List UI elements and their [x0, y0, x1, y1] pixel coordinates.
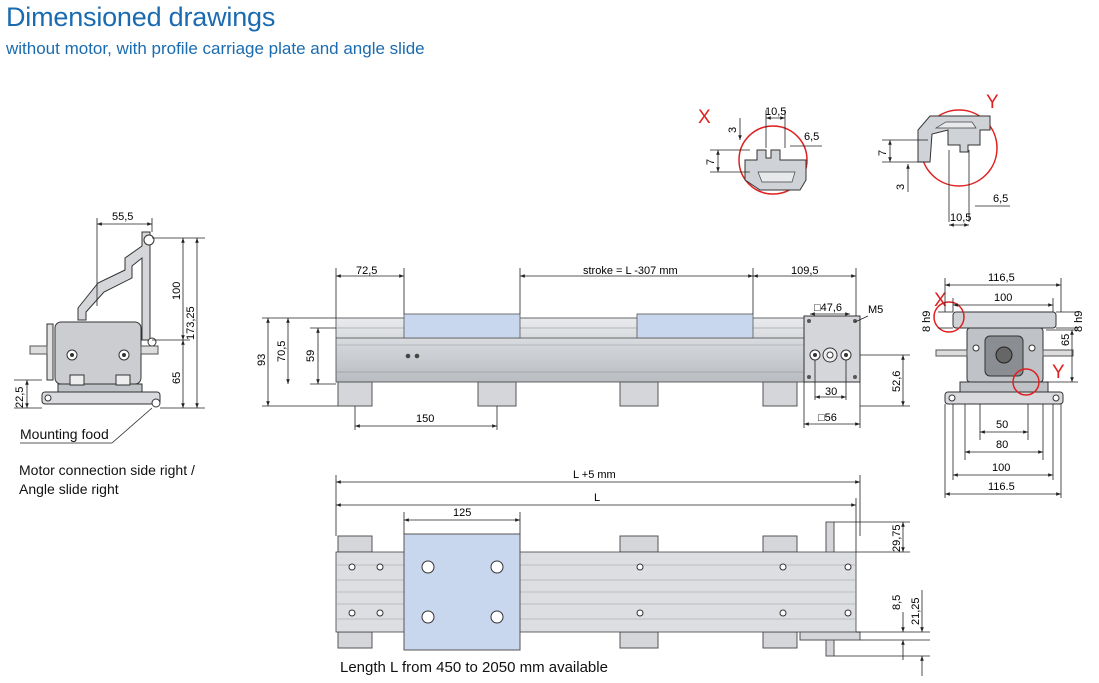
- top-view: L +5 mm L 125 29,75 8,5 21,25: [335, 469, 930, 676]
- dim-y-3: 3: [895, 184, 907, 190]
- dim-top-8: 8,5: [891, 595, 903, 610]
- dim-front-47: □47,6: [814, 302, 842, 314]
- dim-front-72: 72,5: [356, 265, 377, 277]
- front-view: 72,5 stroke = L -307 mm 109,5 □47,6 M5 9…: [256, 265, 910, 430]
- dim-end-50: 50: [996, 419, 1008, 431]
- dim-front-30: 30: [825, 386, 837, 398]
- side-caption-line1: Motor connection side right /: [19, 462, 195, 478]
- dim-x-3: 3: [727, 127, 739, 133]
- marker-x-end: X: [934, 290, 947, 311]
- end-view: X Y 116,5 100 8 h9 8 h9 65 50 80 100: [921, 272, 1085, 498]
- dim-end-100-top: 100: [994, 292, 1012, 304]
- dim-side-55: 55,5: [112, 211, 133, 223]
- dim-y-6: 6,5: [993, 193, 1008, 205]
- marker-y-detail: Y: [986, 92, 999, 113]
- side-caption-line2: Angle slide right: [19, 481, 119, 497]
- page-subtitle: without motor, with profile carriage pla…: [6, 39, 425, 58]
- dim-x-6: 6,5: [804, 131, 819, 143]
- side-view: 55,5 100 173,25 65 22,5: [14, 211, 205, 444]
- dim-y-10: 10,5: [950, 212, 971, 224]
- page-title: Dimensioned drawings: [6, 2, 276, 32]
- dim-front-70: 70,5: [276, 341, 288, 362]
- marker-x-detail: X: [698, 107, 711, 128]
- dim-front-93: 93: [256, 354, 268, 366]
- dim-front-56: □56: [818, 412, 837, 424]
- dim-front-150: 150: [416, 413, 434, 425]
- dim-front-m5: M5: [868, 304, 883, 316]
- mounting-foot-label: Mounting food: [20, 426, 109, 442]
- dim-end-8-right: 8 h9: [1073, 311, 1085, 332]
- dim-end-116-top: 116,5: [988, 272, 1015, 284]
- dim-side-65: 65: [171, 372, 183, 384]
- detail-x: X 10,5 3 6,5 7: [698, 106, 822, 195]
- dim-end-100-bottom: 100: [992, 462, 1010, 474]
- dim-top-125: 125: [453, 507, 471, 519]
- dim-front-stroke: stroke = L -307 mm: [583, 265, 678, 277]
- dim-side-22: 22,5: [14, 387, 26, 408]
- detail-y: Y 10,5 6,5 7 3: [877, 92, 1010, 227]
- dim-side-100: 100: [171, 282, 183, 300]
- length-note: Length L from 450 to 2050 mm available: [340, 659, 608, 676]
- dim-end-8-left: 8 h9: [921, 311, 933, 332]
- dim-end-116-bottom: 116.5: [988, 481, 1015, 493]
- dim-side-173: 173,25: [185, 306, 197, 340]
- dim-front-109: 109,5: [791, 265, 819, 277]
- dim-top-l: L: [594, 492, 600, 504]
- marker-y-end: Y: [1052, 362, 1065, 383]
- dim-front-52: 52,6: [891, 371, 903, 392]
- dim-x-7: 7: [705, 159, 717, 165]
- dim-top-l5: L +5 mm: [573, 469, 616, 481]
- dim-end-80: 80: [996, 439, 1008, 451]
- dim-top-21: 21,25: [910, 597, 922, 625]
- dim-x-10: 10,5: [765, 106, 786, 118]
- dim-end-65: 65: [1060, 334, 1072, 346]
- dim-front-59: 59: [305, 350, 317, 362]
- dim-y-7: 7: [877, 150, 889, 156]
- dim-top-29: 29,75: [891, 524, 903, 552]
